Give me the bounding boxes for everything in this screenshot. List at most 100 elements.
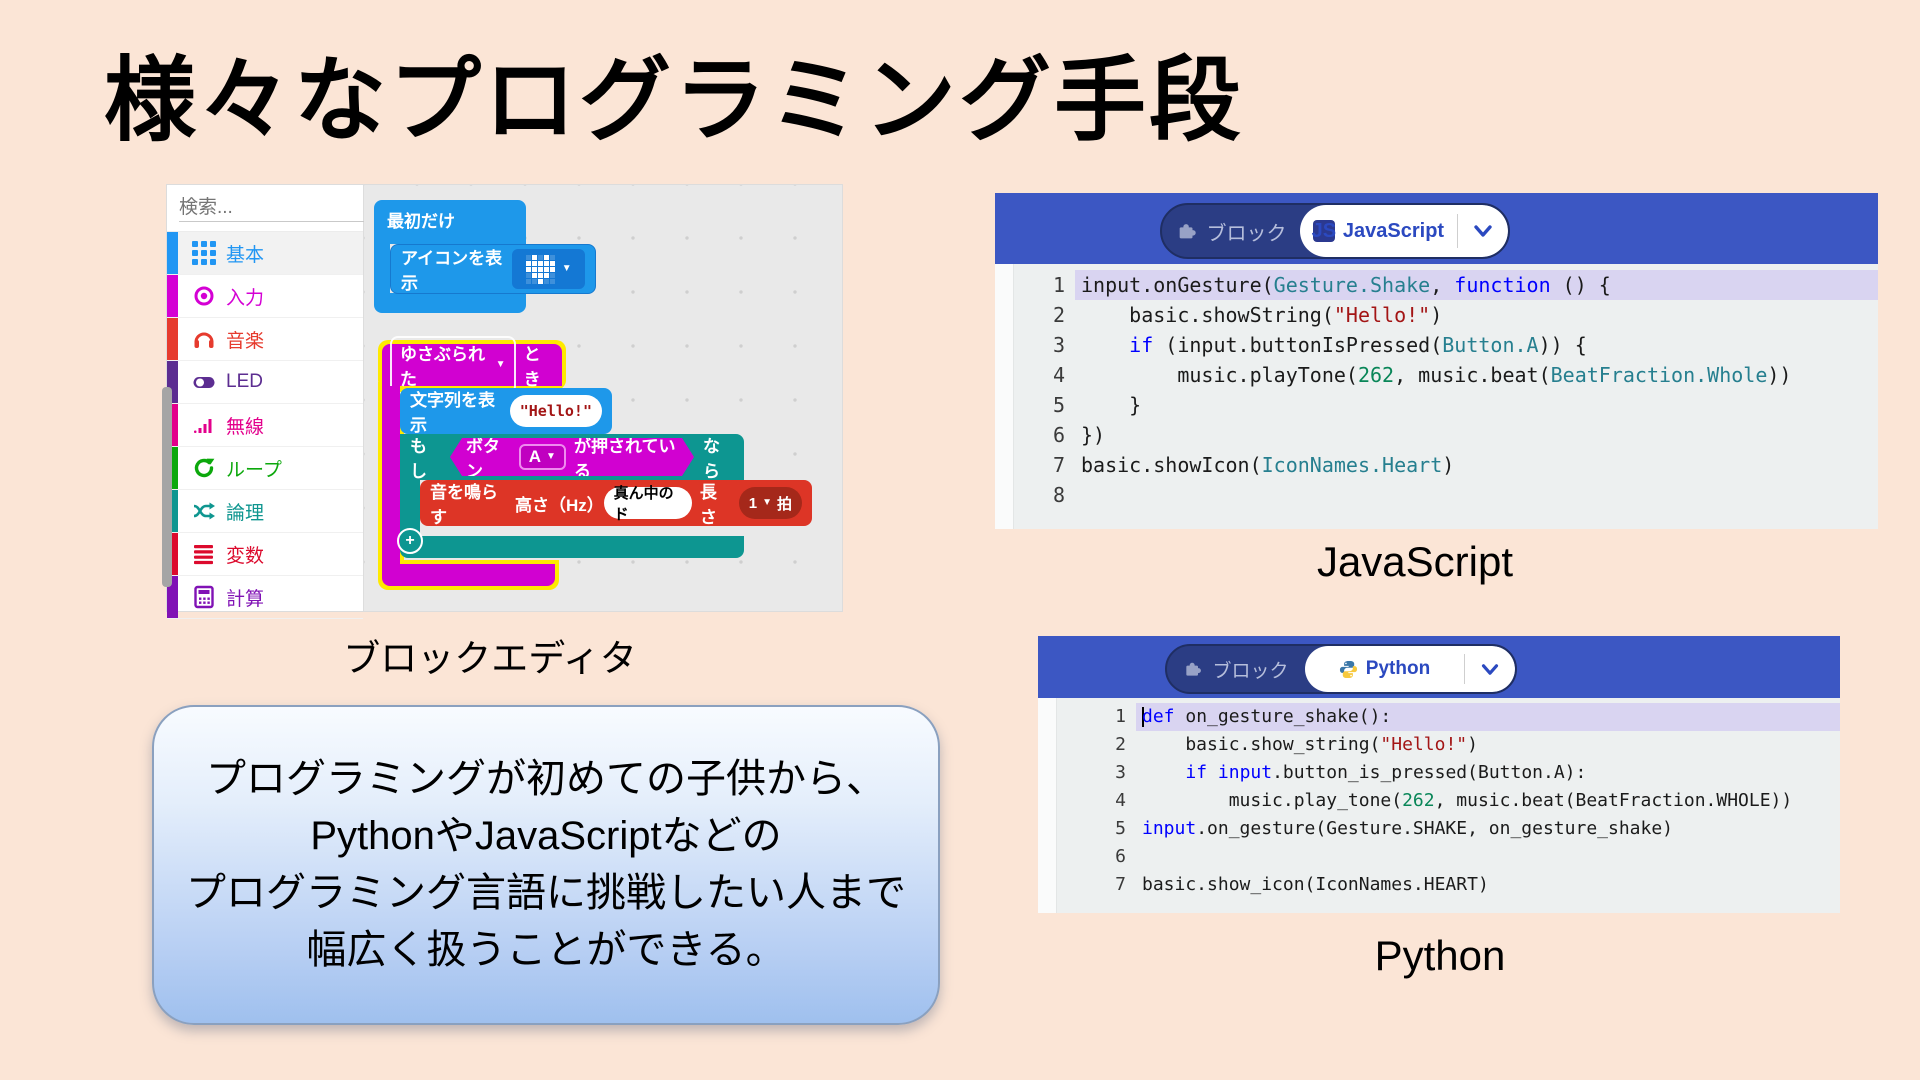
code-token: 262 — [1402, 790, 1435, 811]
line-number: 2 — [1115, 734, 1126, 755]
icon-dropdown[interactable]: ▼ — [512, 249, 585, 289]
blocks-toggle-button[interactable]: ブロック — [1167, 646, 1305, 692]
button-dropdown[interactable]: A ▼ — [519, 444, 566, 470]
category-label: 音楽 — [226, 330, 265, 352]
button-pressed-condition[interactable]: ボタン A ▼ が押されている — [450, 438, 694, 476]
category-color-strip — [167, 361, 178, 403]
beat-dropdown[interactable]: 1 ▼ 拍 — [738, 487, 802, 519]
heart-pixel — [537, 272, 543, 278]
on-start-foot[interactable] — [374, 293, 526, 313]
show-string-block[interactable]: 文字列を表示 "Hello!" — [400, 388, 612, 435]
code-token: .button_is_pressed(Button.A): — [1272, 762, 1587, 783]
block-editor-caption: ブロックエディタ — [343, 638, 637, 679]
if-foot[interactable] — [400, 536, 744, 558]
on-shake-foot[interactable] — [382, 564, 555, 586]
category-label: LED — [226, 371, 263, 392]
if-block[interactable]: もし ボタン A ▼ が押されている なら — [400, 434, 744, 481]
on-shake-spine[interactable] — [382, 386, 400, 564]
heart-pixel — [525, 260, 531, 266]
string-field[interactable]: "Hello!" — [509, 395, 602, 427]
category-label: 入力 — [226, 287, 265, 309]
code-line: 5 } — [1013, 390, 1878, 420]
code-token: def — [1142, 706, 1175, 727]
code-token: on_gesture_shake(): — [1174, 706, 1392, 727]
line-number: 5 — [1052, 393, 1065, 417]
line-number: 7 — [1115, 874, 1126, 895]
scrollbar[interactable] — [162, 387, 172, 587]
sidebar-category-変数[interactable]: 変数 — [167, 533, 363, 576]
category-label: 基本 — [226, 244, 265, 266]
sidebar-category-音楽[interactable]: 音楽 — [167, 318, 363, 361]
callout-box: プログラミングが初めての子供から、PythonやJavaScriptなどのプログ… — [152, 705, 940, 1025]
code-text: basic.show_icon(IconNames.HEART) — [1142, 871, 1489, 899]
language-menu-button[interactable] — [1458, 224, 1508, 238]
callout-line: プログラミング言語に挑戦したい人まで — [186, 871, 906, 915]
beat-unit: 拍 — [776, 495, 792, 513]
grid-icon — [191, 240, 217, 266]
sidebar-category-計算[interactable]: 計算 — [167, 576, 363, 619]
heart-pixel — [549, 278, 555, 284]
line-number: 8 — [1052, 483, 1065, 507]
blocks-toggle-button[interactable]: ブロック — [1162, 205, 1300, 257]
shuffle-icon — [191, 498, 217, 524]
sidebar-category-入力[interactable]: 入力 — [167, 275, 363, 318]
show-icon-block[interactable]: アイコンを表示 ▼ — [390, 244, 596, 294]
blocks-js-toggle: ブロック JS JavaScript — [1160, 203, 1510, 259]
code-token: ) — [1430, 303, 1443, 327]
signal-icon — [191, 412, 217, 438]
language-menu-button[interactable] — [1465, 663, 1515, 676]
on-start-block[interactable]: 最初だけ — [374, 200, 526, 244]
gesture-value: ゆさぶられた — [400, 345, 485, 389]
sidebar-category-LED[interactable]: LED — [167, 361, 363, 404]
if-spine[interactable] — [400, 480, 420, 536]
heart-pixel — [531, 272, 537, 278]
then-label: なら — [703, 437, 721, 481]
heart-pixel — [531, 278, 537, 284]
code-text: def on_gesture_shake(): — [1142, 703, 1391, 731]
code-token: Button.A — [1442, 333, 1539, 357]
line-number: 3 — [1052, 333, 1065, 357]
python-toggle-button[interactable]: Python — [1305, 658, 1464, 680]
code-text: }) — [1081, 420, 1105, 450]
on-start-spine[interactable] — [374, 244, 390, 293]
code-token: if — [1129, 333, 1154, 357]
block-workspace[interactable]: 最初だけ アイコンを表示 ▼ ゆさぶられた ▼ とき — [364, 185, 842, 611]
add-condition-button[interactable]: + — [397, 528, 423, 554]
heart-pixel — [525, 272, 531, 278]
code-token: basic.show_string( — [1142, 734, 1381, 755]
code-token: 262 — [1357, 363, 1395, 387]
sidebar-category-無線[interactable]: 無線 — [167, 404, 363, 447]
code-text: input.on_gesture(Gesture.SHAKE, on_gestu… — [1142, 815, 1673, 843]
heart-pixel — [525, 266, 531, 272]
sidebar-category-論理[interactable]: 論理 — [167, 490, 363, 533]
code-text: basic.showIcon(IconNames.Heart) — [1081, 450, 1454, 480]
category-color-strip — [167, 275, 178, 317]
category-label: 論理 — [226, 502, 265, 524]
code-text: input.onGesture(Gesture.Shake, function … — [1081, 270, 1611, 300]
javascript-toggle-button[interactable]: JS JavaScript — [1311, 219, 1445, 242]
current-line-highlight — [1075, 270, 1878, 300]
pitch-label: 高さ（Hz） — [514, 495, 604, 515]
show-string-label: 文字列を表示 — [410, 391, 495, 435]
play-tone-block[interactable]: 音を鳴らす 高さ（Hz） 真ん中のド 長さ 1 ▼ 拍 — [420, 480, 812, 527]
code-line: 2 basic.show_string("Hello!") — [1056, 731, 1840, 759]
note-field[interactable]: 真ん中のド — [603, 485, 692, 523]
heart-icon — [525, 254, 555, 284]
headphones-icon — [191, 326, 217, 352]
code-token: function — [1454, 273, 1551, 297]
sidebar-category-ループ[interactable]: ループ — [167, 447, 363, 490]
code-token: Gesture.Shake — [1273, 273, 1431, 297]
callout-text: プログラミングが初めての子供から、PythonやJavaScriptなどのプログ… — [186, 751, 906, 980]
sidebar-category-基本[interactable]: 基本 — [167, 232, 363, 275]
menu-lines-icon — [191, 541, 217, 567]
code-line: 7 basic.show_icon(IconNames.HEART) — [1056, 871, 1840, 899]
category-color-strip — [167, 232, 178, 274]
heart-pixel — [537, 278, 543, 284]
callout-line: PythonやJavaScriptなどの — [310, 813, 782, 858]
heart-pixel — [537, 254, 543, 260]
on-shake-block[interactable]: ゆさぶられた ▼ とき — [382, 336, 562, 394]
